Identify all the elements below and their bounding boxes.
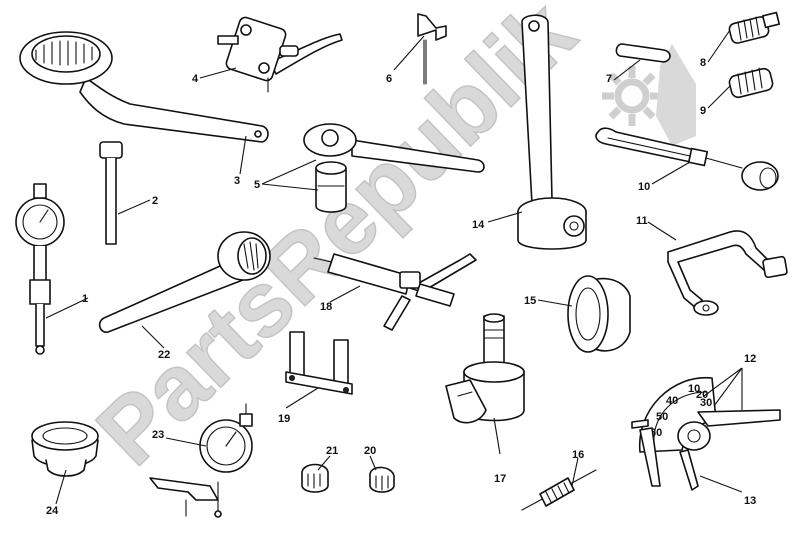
- part-16-threaded-pin: [521, 469, 597, 511]
- callout-18: 18: [320, 301, 332, 313]
- part-4-clamp-bracket: [217, 16, 343, 93]
- dial-scale-40: 40: [666, 395, 678, 407]
- dial-scale-50: 50: [656, 411, 668, 423]
- part-10-slide-puller: [595, 127, 779, 191]
- part-6-bent-pin: [417, 13, 447, 85]
- callout-13: 13: [744, 495, 756, 507]
- part-1-dial-gauge: [15, 183, 65, 355]
- callout-20: 20: [364, 445, 376, 457]
- callout-17: 17: [494, 473, 506, 485]
- callout-21: 21: [326, 445, 338, 457]
- part-2-rod: [99, 141, 123, 245]
- part-18-puller: [313, 253, 477, 331]
- part-9-threaded-plug: [728, 67, 774, 99]
- part-24-cup-socket: [31, 421, 99, 477]
- callout-2: 2: [152, 195, 158, 207]
- callouts: 1 2 3 4 5 6 7 8 9 10 11 12 13 14 15 16 1…: [46, 57, 756, 517]
- callout-23: 23: [152, 429, 164, 441]
- callout-1: 1: [82, 293, 88, 305]
- part-14-long-bar-tool: [517, 14, 587, 250]
- dial-scale-30: 30: [700, 397, 712, 409]
- dial-scale-20: 20: [696, 389, 708, 401]
- callout-6: 6: [386, 73, 392, 85]
- callout-22: 22: [158, 349, 170, 361]
- callout-12: 12: [744, 353, 756, 365]
- part-17-support-tool: [445, 313, 525, 424]
- callout-24: 24: [46, 505, 59, 517]
- part-22-wrench: [98, 231, 271, 333]
- part-20-knurled-cap: [369, 466, 395, 493]
- callout-8: 8: [700, 57, 706, 69]
- callout-9: 9: [700, 105, 706, 117]
- callout-11: 11: [636, 215, 648, 227]
- part-12-13-degree-wheel: 10 20 30 40 50 60: [631, 377, 781, 491]
- part-3-ring-spanner: [19, 31, 269, 143]
- part-21-knurled-cap: [301, 463, 329, 493]
- dial-scale-10: 10: [688, 383, 700, 395]
- callout-3: 3: [234, 175, 240, 187]
- callout-19: 19: [278, 413, 290, 425]
- callout-7: 7: [606, 73, 612, 85]
- callout-16: 16: [572, 449, 584, 461]
- part-11-bent-lever: [667, 230, 788, 316]
- callout-15: 15: [524, 295, 536, 307]
- part-15-ring: [567, 275, 631, 353]
- callout-10: 10: [638, 181, 650, 193]
- part-7-pin: [615, 43, 671, 63]
- part-19-bracket: [285, 331, 353, 395]
- callout-4: 4: [192, 73, 199, 85]
- part-5-spanner-socket: [303, 123, 485, 213]
- callout-5: 5: [254, 179, 260, 191]
- callout-14: 14: [472, 219, 485, 231]
- part-8-threaded-plug: [728, 11, 781, 44]
- leader-lines: [45, 29, 743, 505]
- watermark-gear-icon: [602, 44, 696, 146]
- part-23-dial-indicator: [149, 403, 253, 518]
